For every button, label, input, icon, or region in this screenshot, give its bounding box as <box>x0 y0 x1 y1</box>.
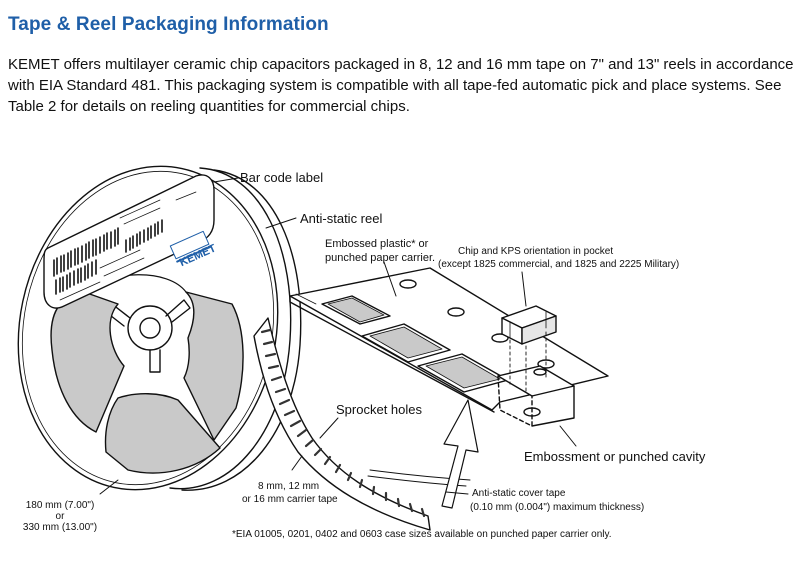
label-chip-line2: (except 1825 commercial, and 1825 and 22… <box>438 259 680 270</box>
direction-arrow-icon <box>441 399 479 509</box>
label-chip-line1: Chip and KPS orientation in pocket <box>458 246 614 257</box>
bar-code-label <box>43 174 215 309</box>
sprocket-hole <box>491 333 509 343</box>
label-sprocket-holes: Sprocket holes <box>336 402 422 417</box>
sprocket-hole <box>447 307 465 317</box>
label-cover-line1: Anti-static cover tape <box>472 488 566 499</box>
label-anti-static-reel: Anti-static reel <box>300 211 383 226</box>
label-tape-line2: or 16 mm carrier tape <box>242 494 338 505</box>
sprocket-hole <box>523 407 541 417</box>
page-title: Tape & Reel Packaging Information <box>8 14 329 35</box>
tape-detail <box>289 267 609 427</box>
intro-paragraph: KEMET offers multilayer ceramic chip cap… <box>8 56 794 115</box>
label-reel-line3: 330 mm (13.00") <box>22 522 98 533</box>
sprocket-hole <box>533 368 547 376</box>
chip-component-icon <box>501 305 557 393</box>
label-cover-line2: (0.10 mm (0.004") maximum thickness) <box>470 502 645 513</box>
label-embossed-line2: punched paper carrier. <box>325 252 436 264</box>
sprocket-hole <box>399 279 417 289</box>
reel-window-right <box>183 291 244 441</box>
kemet-logo-icon <box>169 230 212 263</box>
label-embossment: Embossment or punched cavity <box>524 449 706 464</box>
label-tape-line1: 8 mm, 12 mm <box>258 481 320 492</box>
leader-lines <box>99 177 577 495</box>
reel-window-bottom <box>104 393 221 474</box>
label-bar-code: Bar code label <box>240 170 324 185</box>
label-reel-line2: or <box>55 511 65 522</box>
label-embossed-line1: Embossed plastic* or <box>325 238 429 250</box>
footnote: *EIA 01005, 0201, 0402 and 0603 case siz… <box>232 529 612 540</box>
label-reel-line1: 180 mm (7.00") <box>25 500 95 511</box>
carrier-tape-path <box>253 317 471 531</box>
